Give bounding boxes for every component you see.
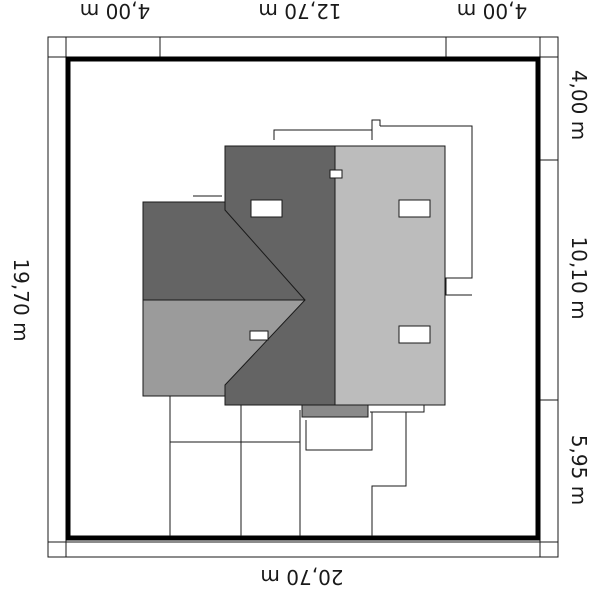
roof-window <box>398 199 431 218</box>
roof-plane-right <box>334 145 446 406</box>
dim-right-top: 4,00 m <box>567 70 591 140</box>
dim-top-right: 4,00 m <box>457 0 527 23</box>
chimney <box>329 169 343 179</box>
roof-windows <box>249 169 431 344</box>
site-lines <box>169 119 473 536</box>
roof-window <box>249 330 269 341</box>
roof-overhang <box>301 404 369 418</box>
roof-window <box>398 325 431 344</box>
dim-right-middle: 10,10 m <box>567 236 591 319</box>
roof-window <box>250 199 283 218</box>
dim-left: 19,70 m <box>9 258 33 341</box>
plot-boundary <box>65 56 541 541</box>
dim-top-center: 12,70 m <box>258 0 341 23</box>
dim-right-bottom: 5,95 m <box>567 435 591 505</box>
dim-bottom: 20,70 m <box>260 565 343 589</box>
roof <box>142 145 446 418</box>
dim-top-left: 4,00 m <box>80 0 150 23</box>
